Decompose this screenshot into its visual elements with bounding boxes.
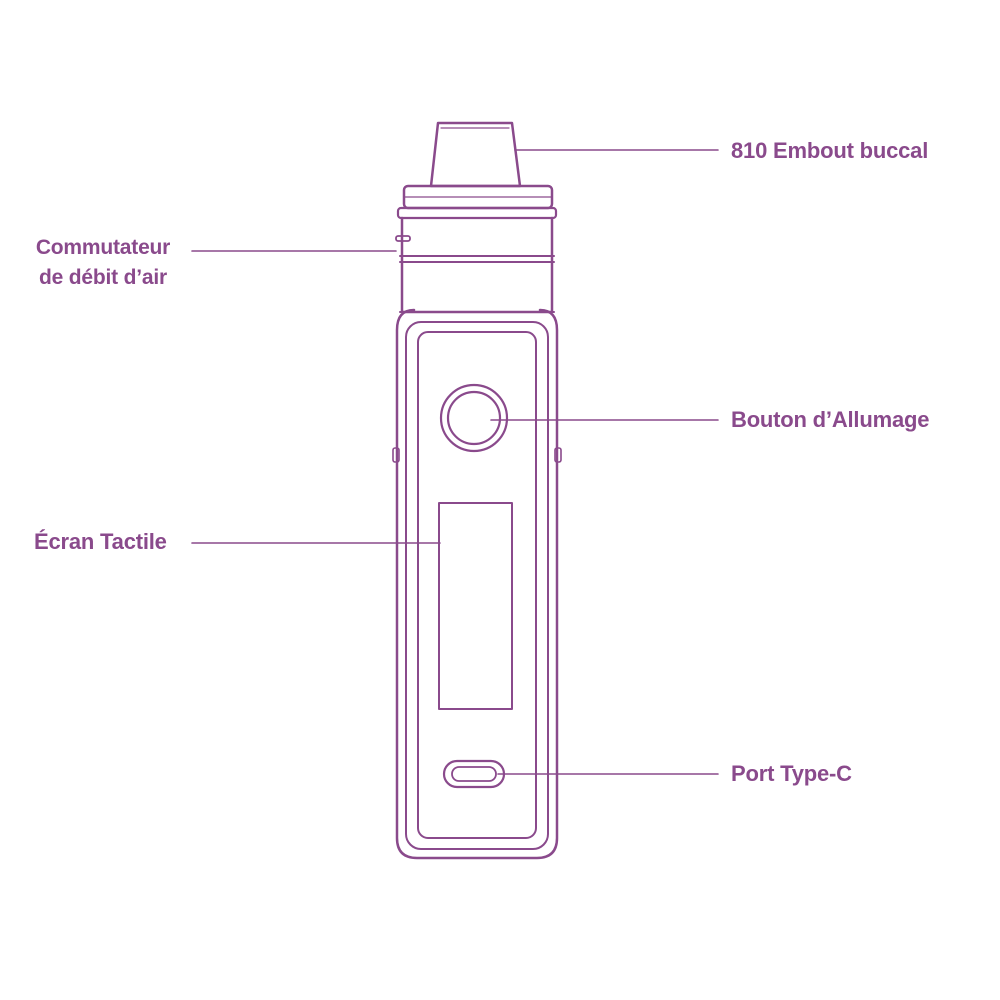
mouthpiece-tip (429, 121, 522, 188)
usb-port-inner (451, 766, 497, 782)
label-airflow-switch: Commutateur de débit d’air (28, 233, 178, 293)
label-touch-screen: Écran Tactile (34, 527, 167, 557)
power-button-outer (439, 383, 509, 453)
touch-screen (438, 502, 513, 710)
label-touch-screen-text: Écran Tactile (34, 529, 167, 554)
side-notch-left (392, 447, 400, 463)
body-inner-frame (405, 321, 549, 850)
label-airflow-line1: Commutateur (35, 236, 171, 259)
body-outer-shell (395, 308, 559, 860)
label-power-button: Bouton d’Allumage (731, 405, 929, 435)
side-notch-right (554, 447, 562, 463)
collar-base (396, 206, 558, 220)
label-mouthpiece-text: 810 Embout buccal (731, 138, 929, 163)
label-usb-port-text: Port Type-C (731, 761, 852, 786)
label-mouthpiece: 810 Embout buccal (731, 136, 928, 166)
airflow-switch-nub (395, 235, 411, 242)
usb-port-outer (442, 759, 506, 789)
power-button-inner (446, 390, 502, 446)
label-airflow-line2: de débit d’air (39, 266, 167, 289)
label-usb-port: Port Type-C (731, 759, 852, 789)
pod-body (400, 216, 554, 314)
front-panel (417, 331, 537, 839)
label-power-button-text: Bouton d’Allumage (731, 407, 930, 432)
